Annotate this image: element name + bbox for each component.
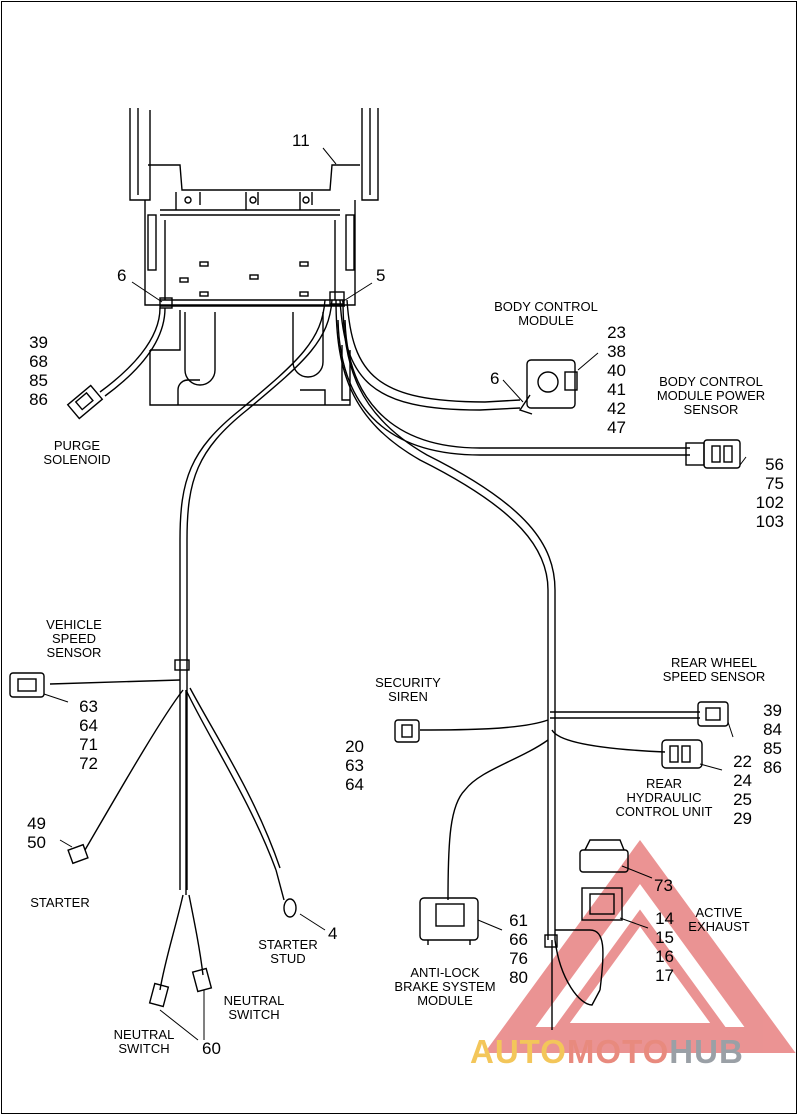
starter-stud-terminal <box>275 869 297 918</box>
leader-lines <box>43 147 747 1041</box>
purge-solenoid-label: PURGE SOLENOID <box>43 438 111 467</box>
bcm-power-callouts: 56 75 102 103 <box>755 455 784 531</box>
rear-hcu-label: REAR HYDRAULIC CONTROL UNIT <box>615 776 713 819</box>
exhaust-callouts: 14 15 16 17 <box>655 909 674 985</box>
main-harness <box>99 299 690 940</box>
bcm-power-sensor-label: BODY CONTROL MODULE POWER SENSOR <box>656 374 766 417</box>
automotohub-watermark: AUTOMOTOHUB <box>470 1033 744 1070</box>
abs-callouts: 61 66 76 80 <box>509 911 528 987</box>
lower-left-branches <box>49 679 281 991</box>
right-branches <box>419 711 700 1030</box>
siren-callouts: 20 63 64 <box>345 737 364 794</box>
security-siren-connector <box>394 719 420 743</box>
body-control-module-component <box>518 359 578 415</box>
starter-label: STARTER <box>30 895 90 910</box>
security-siren-label: SECURITY SIREN <box>375 675 441 704</box>
starter-connector <box>67 843 89 865</box>
rear-wheel-speed-sensor-label: REAR WHEEL SPEED SENSOR <box>662 655 766 684</box>
callout-6-bcm: 6 <box>490 369 500 388</box>
neutral-switch-terminals <box>148 967 213 1008</box>
frame-battery-tray <box>129 108 379 406</box>
harness-clips <box>159 291 558 948</box>
body-control-module-label: BODY CONTROL MODULE <box>494 299 598 328</box>
callout-73: 73 <box>654 876 673 895</box>
abs-module-connector <box>419 897 479 945</box>
starter-callouts: 49 50 <box>27 814 46 852</box>
hcu-callouts: 22 24 25 29 <box>733 752 752 828</box>
abs-module-label: ANTI-LOCK BRAKE SYSTEM MODULE <box>394 965 496 1008</box>
callout-4: 4 <box>328 924 338 943</box>
active-exhaust-components <box>579 839 629 921</box>
vss-callouts: 63 64 71 72 <box>79 697 98 773</box>
watermark-triangle <box>484 839 796 1053</box>
bcm-power-sensor-connector <box>685 439 741 469</box>
active-exhaust-label: ACTIVE EXHAUST <box>688 905 750 934</box>
bcm-callouts: 23 38 40 41 42 47 <box>607 323 626 437</box>
rear-hcu-connector <box>661 739 703 769</box>
neutral-switch-left-label: NEUTRAL SWITCH <box>113 1027 175 1056</box>
purge-callouts: 39 68 85 86 <box>29 333 48 409</box>
purge-solenoid-connector <box>66 384 104 420</box>
callout-60: 60 <box>202 1039 221 1058</box>
rwss-callouts: 39 84 85 86 <box>763 701 782 777</box>
callout-5: 5 <box>376 266 386 285</box>
vehicle-speed-sensor-connector <box>9 672 45 698</box>
vehicle-speed-sensor-label: VEHICLE SPEED SENSOR <box>46 617 102 660</box>
starter-stud-label: STARTER STUD <box>258 937 318 966</box>
neutral-switch-right-label: NEUTRAL SWITCH <box>223 993 285 1022</box>
callout-6-left: 6 <box>117 266 127 285</box>
callout-11: 11 <box>292 131 310 150</box>
rear-wheel-speed-sensor-connector <box>697 701 729 727</box>
